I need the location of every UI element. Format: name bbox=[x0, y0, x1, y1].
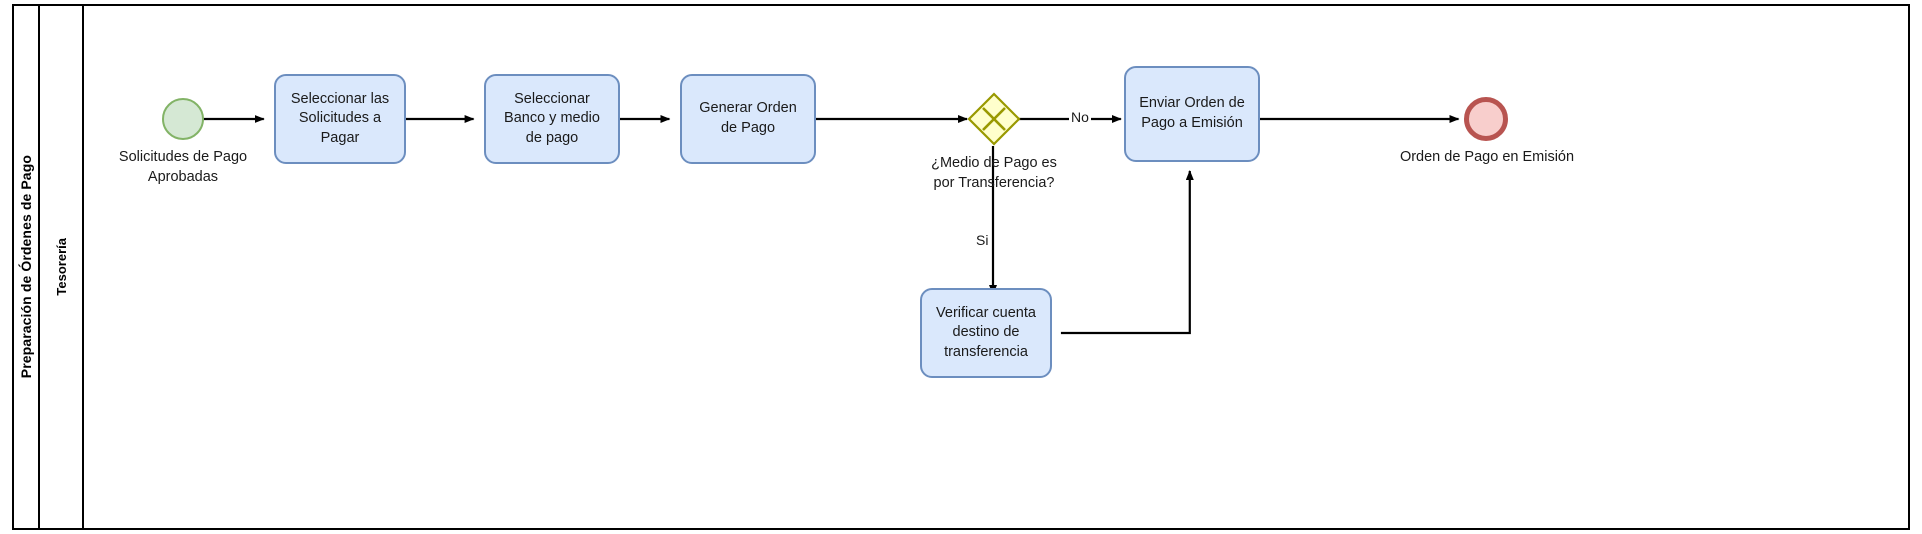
task-label: Generar Orden de Pago bbox=[699, 100, 797, 136]
pool-preparacion-ordenes-de-pago: Preparación de Órdenes de Pago Tesorería bbox=[12, 4, 1910, 530]
lane-body: Solicitudes de Pago Aprobadas Selecciona… bbox=[84, 6, 1908, 528]
start-event-solicitudes-aprobadas[interactable] bbox=[162, 98, 204, 140]
task-seleccionar-banco-y-medio-de-pago[interactable]: Seleccionar Banco y medio de pago bbox=[484, 74, 620, 164]
task-generar-orden-de-pago[interactable]: Generar Orden de Pago bbox=[680, 74, 816, 164]
start-event-label: Solicitudes de Pago Aprobadas bbox=[118, 149, 248, 185]
edge-task5-to-task4 bbox=[1060, 170, 1194, 335]
task-label: Verificar cuenta destino de transferenci… bbox=[936, 304, 1036, 360]
task-label: Seleccionar las Solicitudes a Pagar bbox=[290, 90, 390, 146]
task-label: Enviar Orden de Pago a Emisión bbox=[1139, 95, 1245, 131]
end-event-label: Orden de Pago en Emisión bbox=[1399, 149, 1575, 165]
gateway-label: ¿Medio de Pago es por Transferencia? bbox=[931, 155, 1057, 191]
task-verificar-cuenta-destino-transferencia[interactable]: Verificar cuenta destino de transferenci… bbox=[920, 288, 1052, 378]
task-label: Seleccionar Banco y medio de pago bbox=[504, 90, 600, 146]
task-seleccionar-solicitudes-a-pagar[interactable]: Seleccionar las Solicitudes a Pagar bbox=[274, 74, 406, 164]
pool-title: Preparación de Órdenes de Pago bbox=[18, 155, 34, 379]
edge-label-si: Si bbox=[974, 232, 991, 249]
lane-title: Tesorería bbox=[53, 238, 69, 296]
pool-header: Preparación de Órdenes de Pago bbox=[14, 6, 40, 528]
gateway-medio-de-pago-transferencia[interactable] bbox=[967, 92, 1021, 146]
end-event-orden-de-pago-en-emision[interactable] bbox=[1464, 97, 1508, 141]
edge-label-no: No bbox=[1069, 109, 1091, 126]
task-enviar-orden-de-pago-a-emision[interactable]: Enviar Orden de Pago a Emisión bbox=[1124, 66, 1260, 162]
lane-header-tesoreria: Tesorería bbox=[40, 6, 84, 528]
